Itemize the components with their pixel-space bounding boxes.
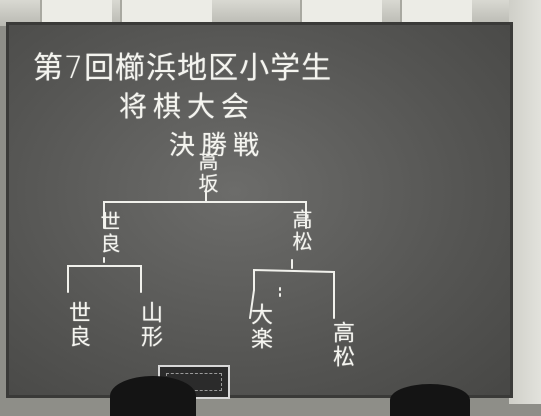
bracket-semi-left-b: 山形	[137, 301, 162, 349]
bracket-semi-left-a: 世良	[65, 301, 90, 349]
audience-head	[110, 376, 196, 416]
audience-head	[390, 384, 470, 416]
bracket-winner: 高坂	[195, 151, 219, 195]
board-title-line3: 決勝戦	[169, 131, 266, 161]
window-frame	[400, 0, 472, 22]
window-frame	[40, 0, 112, 22]
bracket-semi-right-a: 大楽	[247, 303, 272, 351]
bracket-finalist-right: 高松	[289, 209, 313, 253]
bracket-finalist-left: 世良	[97, 211, 121, 255]
chalkboard: 第7回櫛浜地区小学生 将棋大会 決勝戦 高坂 世良 高松 世良 山形 大楽 高松	[6, 22, 513, 398]
audience-heads	[90, 372, 540, 416]
tournament-bracket	[67, 189, 335, 319]
bracket-semi-right-b: 高松	[329, 321, 354, 369]
board-title-line1: 第7回櫛浜地区小学生	[33, 51, 333, 86]
board-title-line2: 将棋大会	[119, 90, 256, 123]
window-frame	[300, 0, 382, 22]
window-frame	[120, 0, 212, 22]
wall-right	[509, 0, 541, 404]
